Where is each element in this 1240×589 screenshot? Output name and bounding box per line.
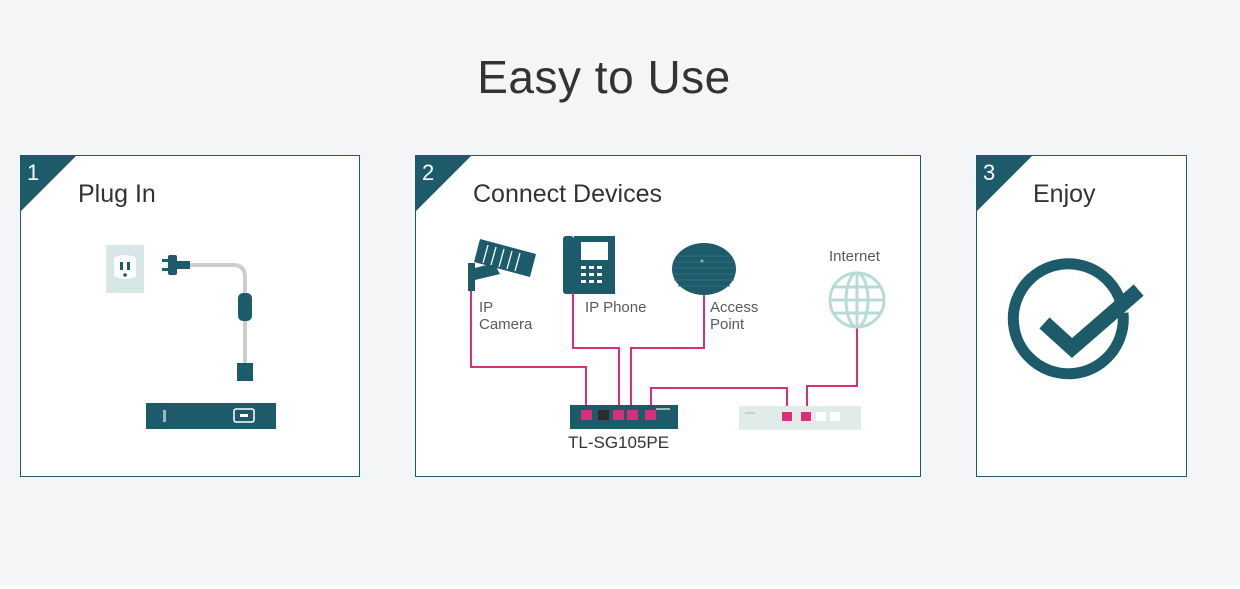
step-corner-badge bbox=[976, 155, 1033, 212]
step-card-connect-devices: 2 Connect Devices bbox=[415, 155, 921, 477]
switch-rear-panel bbox=[146, 403, 276, 429]
power-plug-icon bbox=[162, 255, 190, 275]
step-number: 1 bbox=[27, 160, 40, 185]
ip-camera-label: Camera bbox=[479, 316, 533, 333]
step-title: Plug In bbox=[78, 180, 156, 208]
internet-label: Internet bbox=[829, 248, 880, 265]
access-point-label: Point bbox=[710, 316, 745, 333]
ip-camera-label: IP bbox=[479, 299, 494, 316]
ethernet-cables bbox=[470, 286, 858, 410]
step-corner-badge bbox=[415, 155, 472, 212]
switch-model-label: TL-SG105PE bbox=[568, 433, 670, 452]
step-corner-badge bbox=[20, 155, 77, 212]
ip-phone-label: IP Phone bbox=[585, 299, 647, 316]
ip-phone-icon bbox=[563, 236, 615, 294]
page-title: Easy to Use bbox=[477, 51, 731, 103]
plug-in-illustration bbox=[106, 245, 276, 429]
router-icon bbox=[739, 406, 861, 430]
access-point-label: Access bbox=[710, 299, 759, 316]
checkmark-icon bbox=[1007, 258, 1144, 380]
step-title: Connect Devices bbox=[473, 180, 662, 208]
step-card-enjoy: 3 Enjoy bbox=[976, 155, 1187, 477]
internet-globe-icon bbox=[828, 271, 886, 329]
cord-ferrite bbox=[238, 293, 252, 321]
connect-devices-illustration bbox=[468, 236, 886, 430]
page-bottom-strip bbox=[0, 585, 1240, 589]
ip-camera-icon bbox=[468, 239, 536, 291]
access-point-icon bbox=[672, 243, 736, 295]
step-title: Enjoy bbox=[1033, 180, 1096, 208]
step-number: 3 bbox=[983, 160, 996, 185]
wall-outlet-icon bbox=[106, 245, 144, 293]
power-cord bbox=[190, 263, 247, 371]
step-card-plug-in: 1 Plug In bbox=[20, 155, 360, 477]
step-number: 2 bbox=[422, 160, 435, 185]
switch-tl-sg105pe bbox=[570, 405, 678, 429]
cord-connector bbox=[237, 363, 253, 381]
